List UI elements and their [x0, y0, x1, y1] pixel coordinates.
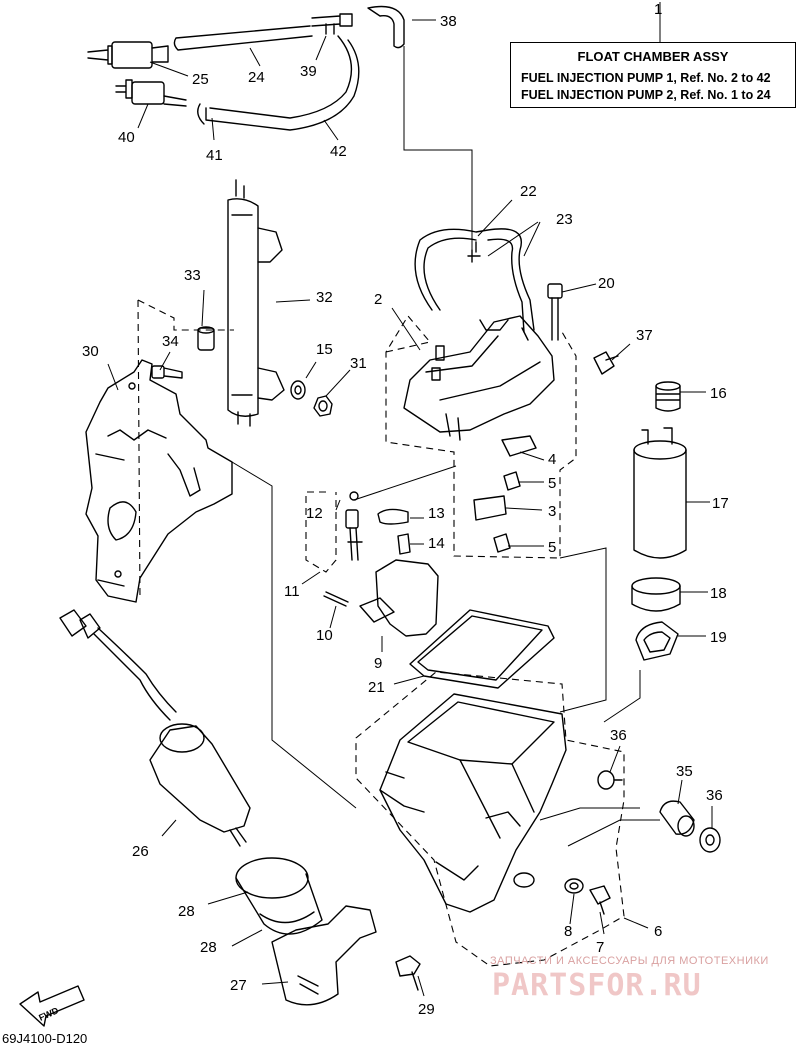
- screw-5: [493, 471, 521, 553]
- callout-33: 33: [184, 267, 201, 284]
- callout-38: 38: [440, 13, 457, 30]
- callout-9: 9: [374, 655, 382, 672]
- callout-15: 15: [316, 341, 333, 358]
- callout-5a: 5: [548, 475, 556, 492]
- bracket-2: [403, 315, 555, 441]
- fuel-cooler-32: [227, 179, 285, 427]
- fwd-label: FWD: [37, 1005, 60, 1023]
- callout-39: 39: [300, 63, 317, 80]
- callout-41: 41: [206, 147, 223, 164]
- washer-8: [564, 878, 584, 894]
- callout-7: 7: [596, 939, 604, 956]
- legend-box: FLOAT CHAMBER ASSY FUEL INJECTION PUMP 1…: [510, 42, 796, 108]
- bracket-4: [501, 435, 537, 457]
- cover-27: [271, 905, 377, 1006]
- callout-10: 10: [316, 627, 333, 644]
- pin-10: [323, 591, 349, 607]
- callout-29: 29: [418, 1001, 435, 1018]
- callout-20: 20: [598, 275, 615, 292]
- fuel-pump-26: [59, 609, 251, 847]
- callout-6: 6: [654, 923, 662, 940]
- screw-29: [395, 955, 421, 991]
- callout-18: 18: [710, 585, 727, 602]
- assembly-outlines: [137, 299, 625, 967]
- callout-19: 19: [710, 629, 727, 646]
- callout-11: 11: [284, 583, 300, 600]
- fuel-pump-17: [633, 427, 687, 559]
- callout-12: 12: [306, 505, 323, 522]
- callout-30: 30: [82, 343, 99, 360]
- callout-17: 17: [712, 495, 729, 512]
- leader-lines: [107, 2, 713, 997]
- callout-21: 21: [368, 679, 385, 696]
- callout-13: 13: [428, 505, 445, 522]
- bolt-20: [547, 283, 563, 341]
- filter-16: [655, 381, 681, 412]
- cover-9: [359, 559, 439, 637]
- plug-36: [597, 770, 721, 853]
- legend-line-2: FUEL INJECTION PUMP 2, Ref. No. 1 to 24: [521, 88, 771, 102]
- hose-assembly-top: [87, 5, 405, 131]
- callout-42: 42: [330, 143, 347, 160]
- callout-22: 22: [520, 183, 537, 200]
- watermark-logo: PARTSFOR.RU: [492, 968, 702, 1003]
- callout-37: 37: [636, 327, 653, 344]
- callout-16: 16: [710, 385, 727, 402]
- bracket-plate-30: [85, 359, 233, 603]
- fitting-37: [593, 351, 619, 375]
- callout-31: 31: [350, 355, 367, 372]
- callout-24: 24: [248, 69, 265, 86]
- callout-8: 8: [564, 923, 572, 940]
- float-chamber-6: [379, 693, 567, 913]
- callout-26: 26: [132, 843, 149, 860]
- holder-18: [631, 577, 681, 612]
- callout-27: 27: [230, 977, 247, 994]
- watermark-caption: ЗАПЧАСТИ И АКСЕССУАРЫ ДЛЯ МОТОТЕХНИКИ: [490, 955, 769, 967]
- legend-title: FLOAT CHAMBER ASSY: [577, 49, 729, 64]
- nut-31: [313, 395, 333, 417]
- callout-32: 32: [316, 289, 333, 306]
- legend-line-1: FUEL INJECTION PUMP 1, Ref. No. 2 to 42: [521, 71, 771, 85]
- callout-5b: 5: [548, 539, 556, 556]
- grommet-35: [659, 800, 695, 837]
- fwd-arrow-icon: [19, 985, 85, 1027]
- diagram-code: 69J4100-D120: [2, 1031, 88, 1046]
- callout-14: 14: [428, 535, 445, 552]
- callout-28b: 28: [200, 939, 217, 956]
- callout-36b: 36: [706, 787, 723, 804]
- callout-25: 25: [192, 71, 209, 88]
- callout-4: 4: [548, 451, 556, 468]
- callout-36a: 36: [610, 727, 627, 744]
- washer-15: [290, 380, 306, 400]
- sleeve-28: [235, 857, 323, 935]
- callout-2: 2: [374, 291, 382, 308]
- callout-35: 35: [676, 763, 693, 780]
- small-parts-11-14: [345, 491, 411, 561]
- callout-1: 1: [654, 1, 662, 18]
- seal-19: [635, 621, 679, 661]
- callout-34: 34: [162, 333, 179, 350]
- plate-3: [473, 495, 507, 521]
- callout-28a: 28: [178, 903, 195, 920]
- callout-numbers: 1 2 3 4 5 5 6 7 8 9 10 11 12 13 14 15 16…: [82, 1, 729, 1018]
- bolt-34: [151, 365, 183, 379]
- callout-3: 3: [548, 503, 556, 520]
- callout-23: 23: [556, 211, 573, 228]
- callout-40: 40: [118, 129, 135, 146]
- screw-7: [589, 885, 611, 915]
